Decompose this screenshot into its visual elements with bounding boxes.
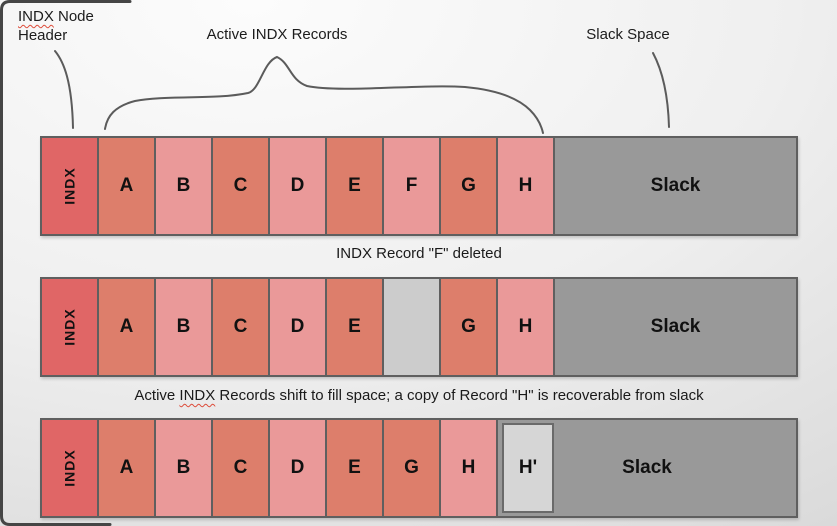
slack-space-pointer-line	[652, 52, 670, 128]
record-cell-g: G	[441, 138, 498, 234]
slack-label: Slack	[650, 316, 701, 337]
record-label: H'	[518, 457, 538, 478]
record-label: G	[461, 316, 476, 337]
record-cell-a: A	[99, 138, 156, 234]
indx-header-text: INDX	[61, 449, 78, 487]
slack-space-label: Slack Space	[586, 26, 670, 43]
record-cell-e: E	[327, 420, 384, 516]
active-records-brace	[104, 55, 544, 134]
record-label: B	[176, 457, 191, 478]
record-label: D	[290, 175, 305, 196]
indx-header-cell: INDX	[42, 138, 99, 234]
record-cell-h: H	[441, 420, 498, 516]
record-cell-c: C	[213, 138, 270, 234]
record-label: B	[176, 175, 191, 196]
record-label: E	[348, 457, 361, 478]
caption-records-shift: Active INDX Records shift to fill space;…	[134, 387, 704, 404]
slack-cell: H' Slack	[498, 420, 796, 516]
record-cell-b: B	[156, 138, 213, 234]
record-label: C	[233, 175, 248, 196]
record-label: D	[290, 457, 305, 478]
record-cell-g: G	[441, 279, 498, 375]
indx-node-header-label: INDX Node Header	[18, 8, 94, 44]
record-cell-a: A	[99, 420, 156, 516]
record-label: C	[233, 316, 248, 337]
record-label: A	[119, 175, 134, 196]
record-label: E	[348, 316, 361, 337]
slack-cell: Slack	[555, 279, 796, 375]
indx-word: INDX	[179, 387, 216, 404]
record-label: A	[119, 457, 134, 478]
record-cell-c: C	[213, 420, 270, 516]
record-label: B	[176, 316, 191, 337]
active-indx-records-label: Active INDX Records	[206, 26, 348, 43]
record-label: D	[290, 316, 305, 337]
record-cell-c: C	[213, 279, 270, 375]
record-cell-b: B	[156, 279, 213, 375]
indx-header-cell: INDX	[42, 420, 99, 516]
indx-bar-after-delete: INDX A B C D E G H Slack	[40, 277, 798, 377]
record-cell-b: B	[156, 420, 213, 516]
record-cell-a: A	[99, 279, 156, 375]
recoverable-record-h-prime: H'	[502, 423, 554, 513]
record-cell-d: D	[270, 420, 327, 516]
node-header-pointer-line	[54, 50, 74, 129]
record-label: H	[518, 316, 533, 337]
indx-word: INDX	[18, 8, 54, 25]
record-label: G	[461, 175, 476, 196]
record-cell-d: D	[270, 138, 327, 234]
record-cell-d: D	[270, 279, 327, 375]
record-label: F	[405, 175, 418, 196]
record-cell-h: H	[498, 138, 555, 234]
indx-header-text: INDX	[61, 167, 78, 205]
slack-cell: Slack	[555, 138, 796, 234]
record-cell-e: E	[327, 138, 384, 234]
record-cell-e: E	[327, 279, 384, 375]
record-label: C	[233, 457, 248, 478]
record-cell-g: G	[384, 420, 441, 516]
record-label: H	[518, 175, 533, 196]
indx-bar-after-shift: INDX A B C D E G H H' Slack	[40, 418, 798, 518]
slack-label: Slack	[650, 175, 701, 196]
indx-header-cell: INDX	[42, 279, 99, 375]
record-label: H	[461, 457, 476, 478]
indx-bar-original: INDX A B C D E F G H Slack	[40, 136, 798, 236]
indx-header-text: INDX	[61, 308, 78, 346]
record-cell-h: H	[498, 279, 555, 375]
deleted-record-gap	[384, 279, 441, 375]
record-label: E	[348, 175, 361, 196]
slack-label: Slack	[622, 457, 672, 478]
record-label: A	[119, 316, 134, 337]
record-label: G	[404, 457, 419, 478]
caption-f-deleted: INDX Record "F" deleted	[336, 245, 502, 262]
record-cell-f: F	[384, 138, 441, 234]
